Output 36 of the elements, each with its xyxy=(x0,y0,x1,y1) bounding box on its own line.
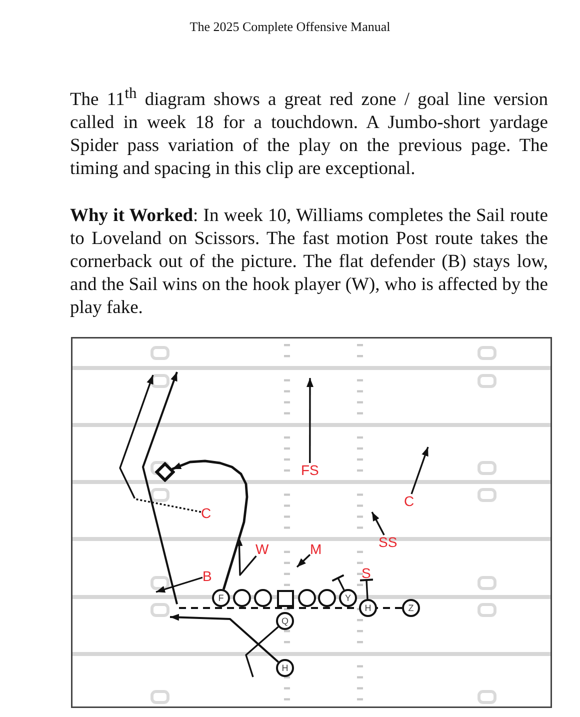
diamond-marker xyxy=(155,462,175,482)
route-line xyxy=(245,626,279,678)
player-circle: F xyxy=(212,589,230,607)
route-arrow xyxy=(410,446,429,494)
paragraph: The 11$^{th}$ diagram shows a great red zone / goal line version called in week 18 for a touchdown. A Jumbo-short yardage Spider pass variation of the play on the previous page. The timing and spacing in this clip are exceptional. xyxy=(70,84,548,182)
route-arrow xyxy=(170,614,279,663)
route-arrow xyxy=(119,374,202,513)
defender-label: FS xyxy=(301,463,319,477)
defender-label: B xyxy=(202,569,212,583)
defender-label: W xyxy=(256,542,269,556)
block-line xyxy=(331,574,345,590)
route-arrow xyxy=(296,554,311,568)
center-square xyxy=(276,590,294,606)
defender-label: C xyxy=(404,494,414,508)
player-circle: H xyxy=(359,599,377,617)
route-arrow xyxy=(371,512,385,536)
defender-label: M xyxy=(310,542,322,556)
route-arrow xyxy=(236,536,257,576)
block-line xyxy=(359,578,374,600)
lineman-circle xyxy=(233,589,251,607)
route-arrow xyxy=(142,372,402,609)
route-arrow xyxy=(156,576,203,593)
paragraph: Why it Worked: In week 10, Williams completes the Sail route to Loveland on Scissors. The fast motion Post route takes the cornerback out of the picture. The flat defender (B) stays low, and the Sail wins on the hook player (W), who is affected by the play fake. xyxy=(70,205,548,320)
route-arrow xyxy=(172,460,248,590)
player-circle: Z xyxy=(402,599,420,617)
defender-label: C xyxy=(201,506,212,520)
page-header: The 2025 Complete Offensive Manual xyxy=(188,19,392,35)
player-circle: Y xyxy=(339,589,357,607)
lineman-circle xyxy=(254,589,272,607)
player-circle: H xyxy=(276,659,294,677)
route-arrow xyxy=(306,378,314,463)
lineman-circle xyxy=(318,589,336,607)
defender-label: S xyxy=(362,566,371,580)
defender-label: SS xyxy=(378,535,398,549)
player-circle: Q xyxy=(276,612,294,630)
lineman-circle xyxy=(298,589,316,607)
